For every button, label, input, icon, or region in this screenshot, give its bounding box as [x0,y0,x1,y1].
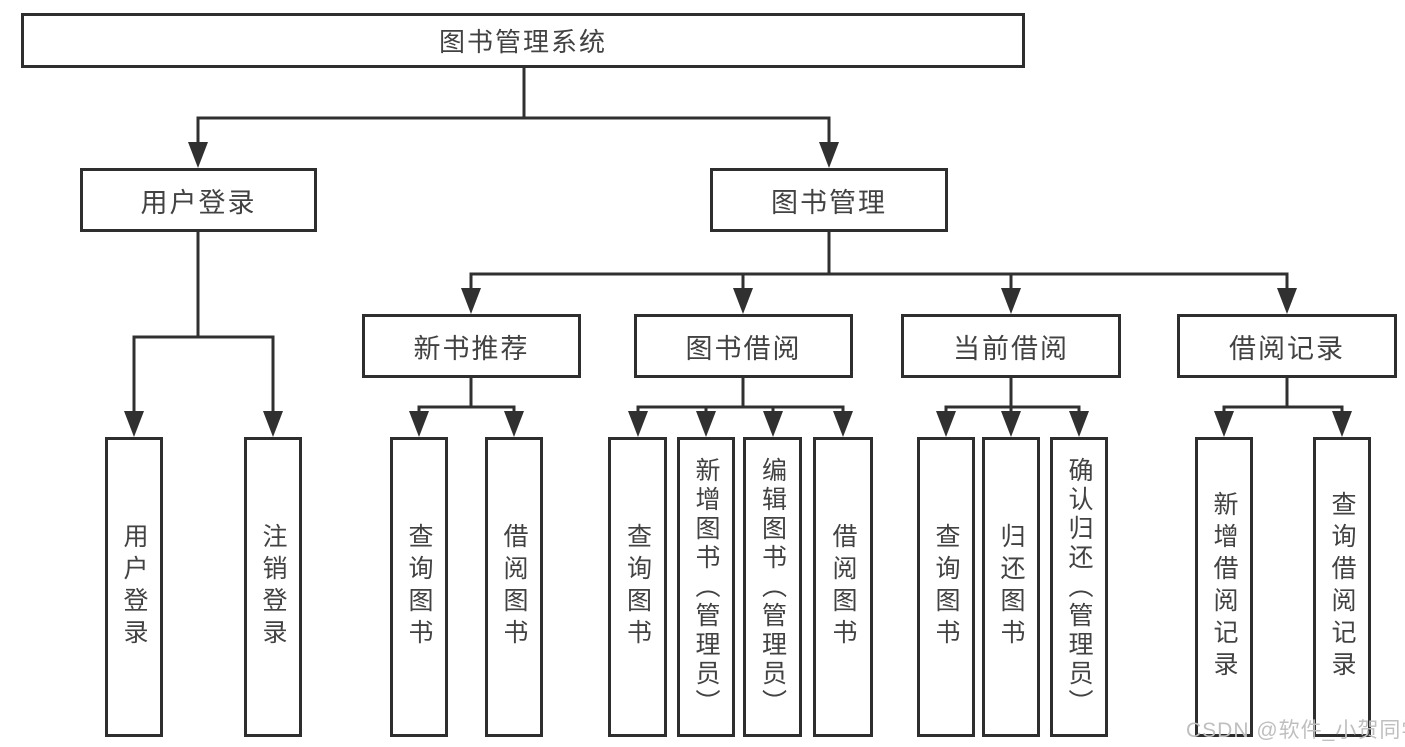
leaf-nb-query-book: 查询图书 [390,437,448,737]
watermark: CSDN @软件_小贺同学 [1186,719,1405,742]
node-book-management: 图书管理 [710,168,948,232]
node-user-login: 用户登录 [80,168,317,232]
leaf-br-query-record: 查询借阅记录 [1313,437,1371,737]
leaf-nb-borrow-book: 借阅图书 [485,437,543,737]
node-book-borrowing: 图书借阅 [634,314,853,378]
leaf-bb-query-book: 查询图书 [608,437,667,737]
node-library-system: 图书管理系统 [21,13,1025,68]
node-new-book-recommend: 新书推荐 [362,314,581,378]
node-current-borrowing: 当前借阅 [901,314,1121,378]
leaf-br-add-record: 新增借阅记录 [1195,437,1253,737]
leaf-bb-add-book-admin: 新增图书（管理员） [677,437,735,737]
leaf-bb-borrow-book: 借阅图书 [813,437,873,737]
leaf-bb-edit-book-admin: 编辑图书（管理员） [743,437,802,737]
leaf-cb-return-book: 归还图书 [982,437,1040,737]
leaf-user-login: 用户登录 [105,437,163,737]
node-borrow-records: 借阅记录 [1177,314,1397,378]
leaf-logout: 注销登录 [244,437,302,737]
leaf-cb-confirm-return-admin: 确认归还（管理员） [1050,437,1108,737]
leaf-cb-query-book: 查询图书 [917,437,975,737]
